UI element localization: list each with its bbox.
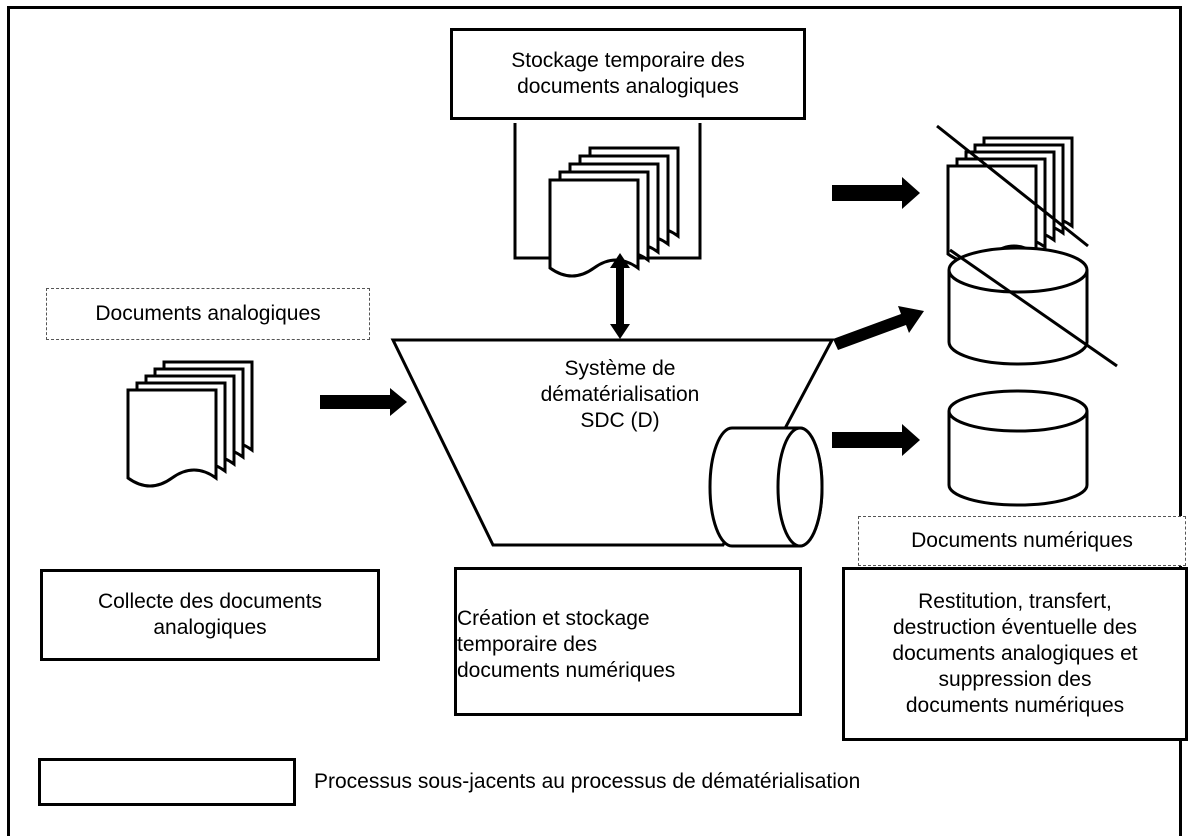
digital-documents-label: Documents numériques	[858, 516, 1186, 566]
system-line3: SDC (D)	[580, 409, 660, 432]
collect-box-line2: analogiques	[153, 616, 267, 639]
double-arrow-icon	[610, 253, 630, 339]
restitution-box-line4: suppression des	[938, 668, 1092, 691]
horizontal-cylinder-icon	[708, 426, 824, 548]
system-line1: Système de	[564, 357, 676, 380]
collect-process-box: Collecte des documents analogiques	[40, 569, 380, 661]
digital-database-icon	[947, 389, 1089, 507]
system-line2: dématérialisation	[540, 383, 700, 406]
restitution-box-line5: documents numériques	[905, 694, 1125, 717]
creation-box-line2: temporaire des	[457, 632, 598, 656]
legend-text: Processus sous-jacents au processus de d…	[314, 770, 861, 793]
restitution-box-line2: destruction éventuelle des	[893, 616, 1137, 639]
diagram-frame	[7, 6, 1182, 836]
cross-out-line-icon	[936, 124, 1089, 248]
creation-process-box: Création et stockage temporaire des docu…	[454, 567, 802, 716]
storage-box-line2: documents analogiques	[517, 75, 739, 98]
analog-documents-label: Documents analogiques	[46, 288, 370, 340]
legend-swatch	[38, 758, 296, 806]
system-label: Système de dématérialisation SDC (D)	[470, 356, 770, 434]
restitution-box-line3: documents analogiques et	[892, 642, 1138, 665]
restitution-process-box: Restitution, transfert, destruction éven…	[842, 567, 1188, 741]
analog-document-stack-icon	[126, 360, 254, 488]
output-arrow-middle-icon	[833, 306, 924, 350]
input-arrow-icon	[320, 388, 407, 416]
storage-process-box: Stockage temporaire des documents analog…	[450, 28, 806, 120]
deleted-database-icon	[947, 246, 1089, 366]
digital-documents-label-text: Documents numériques	[911, 529, 1133, 552]
storage-box-line1: Stockage temporaire des	[511, 49, 745, 72]
destroyed-document-stack-icon	[946, 136, 1074, 264]
restitution-box-line1: Restitution, transfert,	[918, 590, 1112, 613]
output-arrow-bottom-icon	[832, 424, 920, 456]
creation-box-line3: documents numériques	[457, 658, 676, 682]
diagram-graphics	[126, 123, 1118, 548]
analog-documents-label-text: Documents analogiques	[95, 302, 321, 325]
creation-box-line1: Création et stockage	[457, 606, 650, 630]
output-arrow-top-icon	[832, 177, 920, 209]
collect-box-line1: Collecte des documents	[97, 590, 323, 613]
cross-out-line-icon	[949, 248, 1118, 368]
